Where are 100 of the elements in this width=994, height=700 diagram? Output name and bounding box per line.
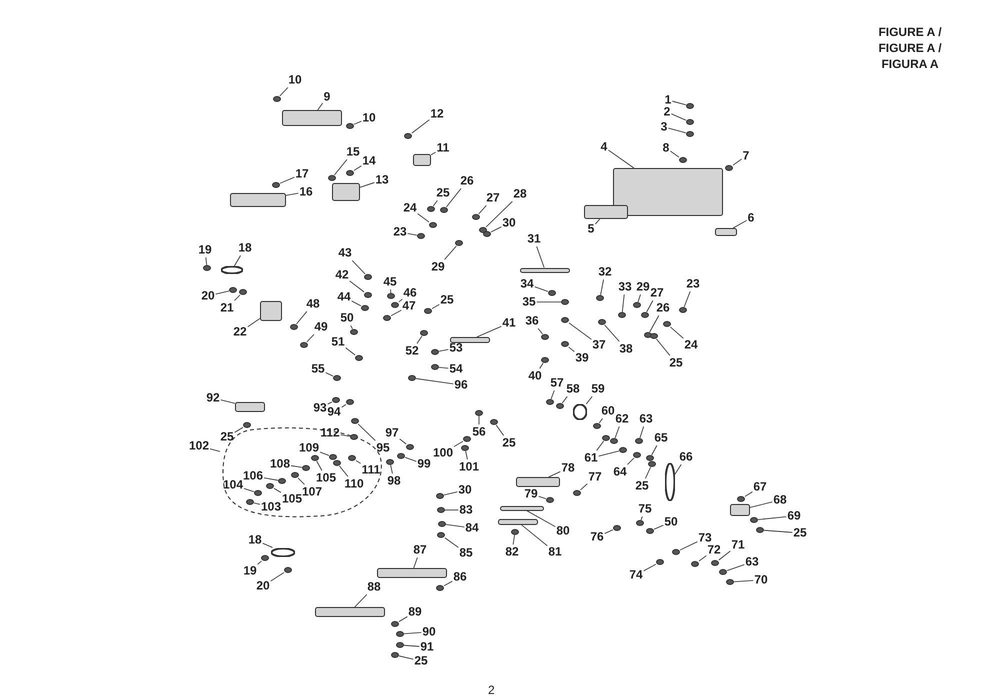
callout-number: 9 [324,90,330,104]
part-drawing [548,290,556,296]
part-drawing [436,493,444,499]
callout-number: 51 [331,336,345,348]
part-drawing [436,585,444,591]
part-drawing [450,337,490,343]
leader-line [290,465,302,468]
part-drawing [431,349,439,355]
leader-line [417,213,430,222]
callout-number: 99 [417,458,431,470]
leader-line [444,580,453,586]
part-drawing [417,233,425,239]
part-drawing [440,207,448,213]
callout-number: 30 [502,216,516,230]
leader-line [604,324,620,342]
callout-number: 8 [662,142,670,154]
leader-line [726,564,745,572]
part-drawing [665,463,675,501]
leader-line [354,120,362,125]
part-drawing [686,103,694,109]
part-drawing [613,168,723,216]
callout-number: 16 [299,186,313,198]
leader-line [674,464,682,475]
leader-line [568,322,592,340]
leader-line [646,300,654,312]
callout-number: 103 [260,500,282,514]
part-drawing [438,521,446,527]
callout-number: 24 [684,338,698,352]
callout-number: 44 [337,290,351,304]
part-drawing [663,321,671,327]
leader-line [432,200,438,206]
callout-number: 6 [748,212,754,224]
part-drawing [364,292,372,298]
leader-line [398,616,408,622]
callout-number: 27 [486,192,500,204]
callout-number: 45 [383,276,397,288]
leader-line [562,396,568,404]
part-drawing [346,399,354,405]
callout-number: 12 [430,108,444,120]
leader-line [758,516,787,520]
part-drawing [346,170,354,176]
leader-line [296,311,308,324]
callout-number: 36 [525,314,539,328]
leader-line [645,466,652,479]
callout-number: 60 [601,404,615,418]
leader-line [539,362,544,369]
leader-line [404,644,420,647]
callout-number: 39 [575,352,589,364]
callout-number: 57 [550,376,564,390]
leader-line [356,460,362,464]
part-drawing [364,274,372,280]
callout-number: 55 [311,362,325,376]
part-drawing [427,206,435,212]
leader-line [598,418,603,424]
part-drawing [463,436,471,442]
callout-number: 59 [591,382,605,396]
part-drawing [541,357,549,363]
leader-line [234,294,240,301]
leader-line [390,289,392,294]
callout-number: 68 [773,494,787,506]
leader-line [670,150,680,158]
leader-line [444,491,458,496]
part-drawing [498,519,538,525]
callout-number: 11 [436,142,450,154]
part-drawing [573,404,587,420]
leader-line [670,114,686,121]
callout-number: 14 [362,154,376,168]
part-drawing [261,555,269,561]
callout-number: 84 [465,522,479,534]
part-drawing [730,504,750,516]
leader-line [262,542,273,548]
part-drawing [431,364,439,370]
leader-line [244,488,254,492]
callout-number: 100 [432,446,454,460]
leader-line [640,426,644,438]
callout-number: 17 [295,168,309,180]
part-drawing [383,315,391,321]
leader-line [257,560,262,565]
part-drawing [290,324,298,330]
callout-number: 75 [638,502,652,516]
leader-line [640,516,643,520]
part-drawing [397,453,405,459]
leader-line [220,399,236,404]
part-drawing [541,334,549,340]
callout-number: 67 [753,480,767,494]
leader-line [548,471,561,478]
leader-line [651,445,658,456]
figure-title: FIGURE A / FIGURE A / FIGURA A [877,24,943,72]
leader-line [732,158,742,166]
part-drawing [266,483,274,489]
callout-number: 98 [387,474,401,488]
leader-line [390,310,402,316]
page-number: 2 [488,683,495,697]
part-drawing [396,642,404,648]
part-drawing [221,266,243,274]
callout-number: 71 [731,538,745,552]
callout-number: 65 [654,432,668,444]
part-drawing [361,305,369,311]
callout-number: 5 [588,222,594,236]
leader-line [600,279,604,296]
